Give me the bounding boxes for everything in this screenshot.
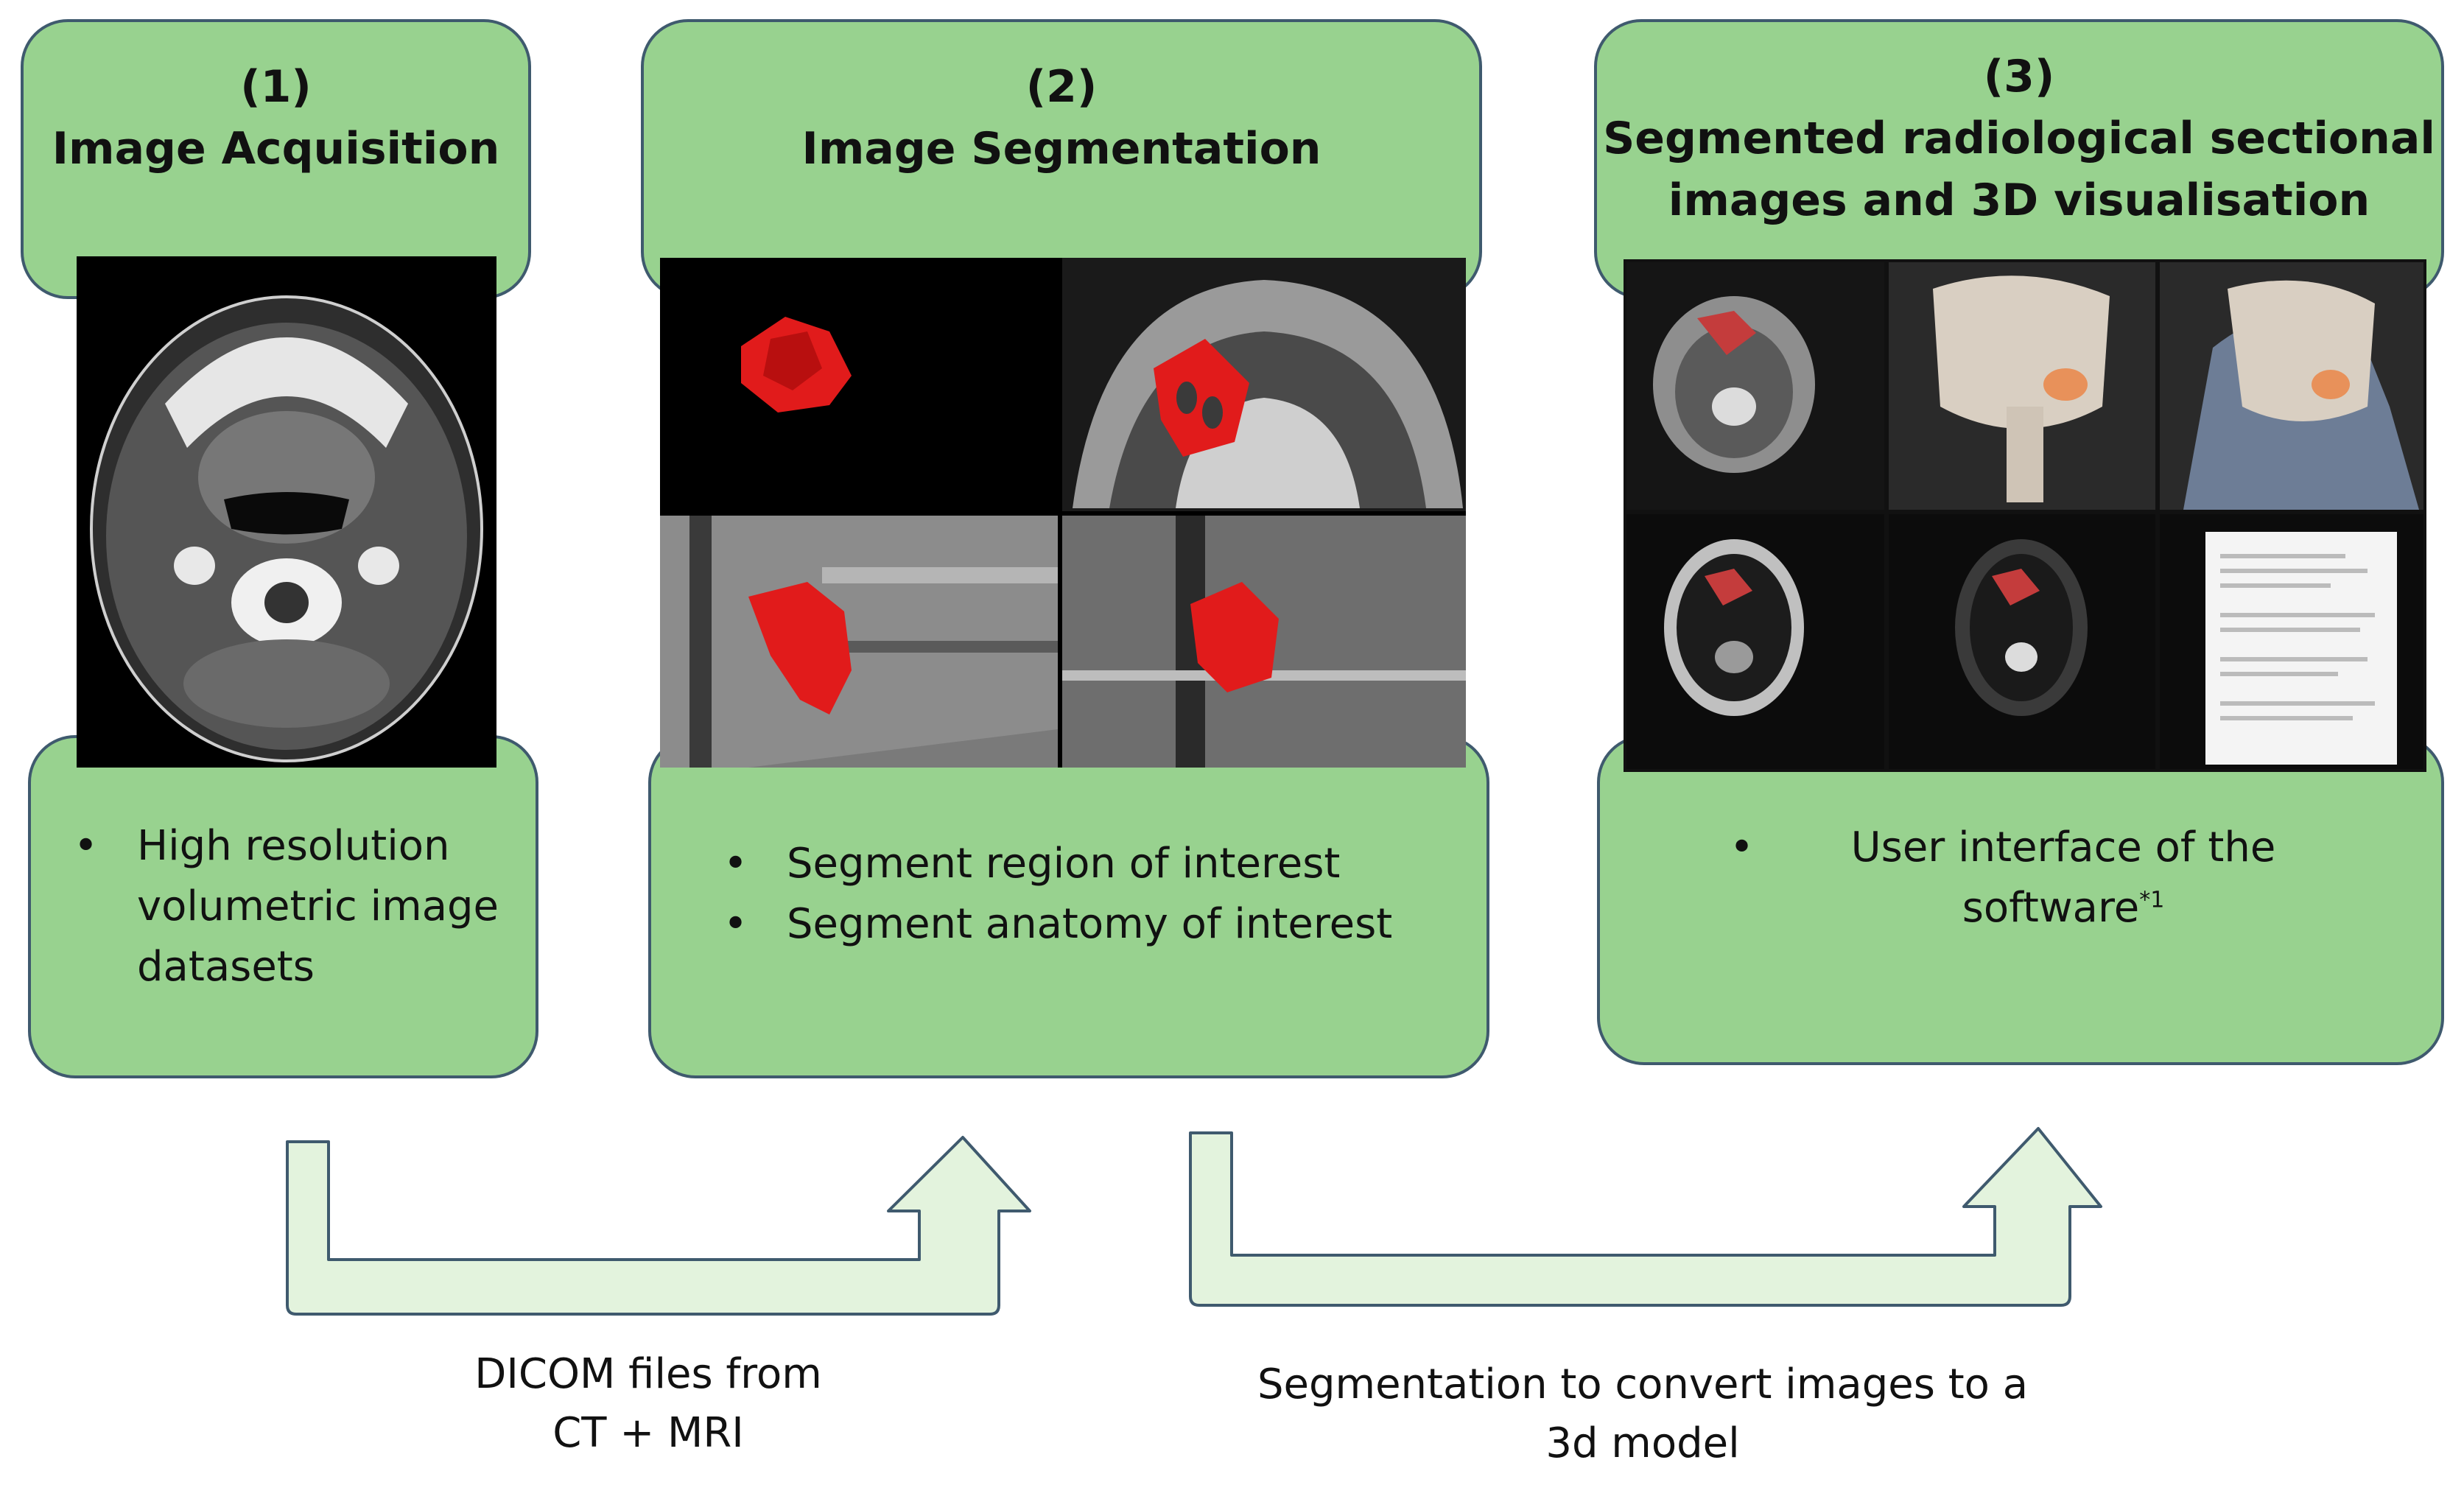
step2-bullet-list: Segment region of interest Segment anato… [723,834,1475,955]
step3-bullet-item: User interface of the software*1 [1730,818,2334,938]
step3-title-line2: images and 3D visualisation [1668,175,2370,226]
arrow-2-icon [1189,1127,2102,1307]
arrow-1-caption: DICOM files from CT + MRI [354,1345,943,1463]
step3-heading: (3) Segmented radiological sectional ima… [1594,46,2444,231]
step2-number: (2) [1025,61,1098,113]
step2-heading: (2) Image Segmentation [641,56,1482,180]
step1-header-box [21,19,531,299]
step3-footnote-marker: *1 [2139,887,2165,913]
step2-title: Image Segmentation [801,123,1321,175]
arrow-1-caption-line2: CT + MRI [552,1409,744,1457]
step3-bullet-list: User interface of the software*1 [1730,818,2334,938]
arrow-2-caption-line2: 3d model [1545,1419,1740,1467]
step2-bullet-item-1: Segment region of interest [723,834,1475,894]
arrow-1-caption-line1: DICOM files from [474,1350,822,1398]
ct-scan-image [77,256,496,768]
step1-bullet-list: High resolution volumetric image dataset… [74,816,516,997]
software-ui-screenshot [1624,259,2426,772]
step1-title: Image Acquisition [52,123,500,175]
step1-heading: (1) Image Acquisition [21,56,531,180]
step3-title-line1: Segmented radiological sectional [1603,113,2435,164]
step2-header-box [641,19,1482,299]
arrow-2-caption: Segmentation to convert images to a 3d m… [1193,1355,2092,1473]
step1-bullet-item: High resolution volumetric image dataset… [74,816,516,997]
step1-number: (1) [240,61,312,113]
segmentation-image-grid [660,258,1466,768]
arrow-2-caption-line1: Segmentation to convert images to a [1257,1361,2029,1408]
step3-bullet-text: User interface of the software [1850,824,2276,932]
step2-bullet-item-2: Segment anatomy of interest [723,894,1475,955]
arrow-1-icon [286,1136,1031,1316]
step3-number: (3) [1983,51,2055,102]
